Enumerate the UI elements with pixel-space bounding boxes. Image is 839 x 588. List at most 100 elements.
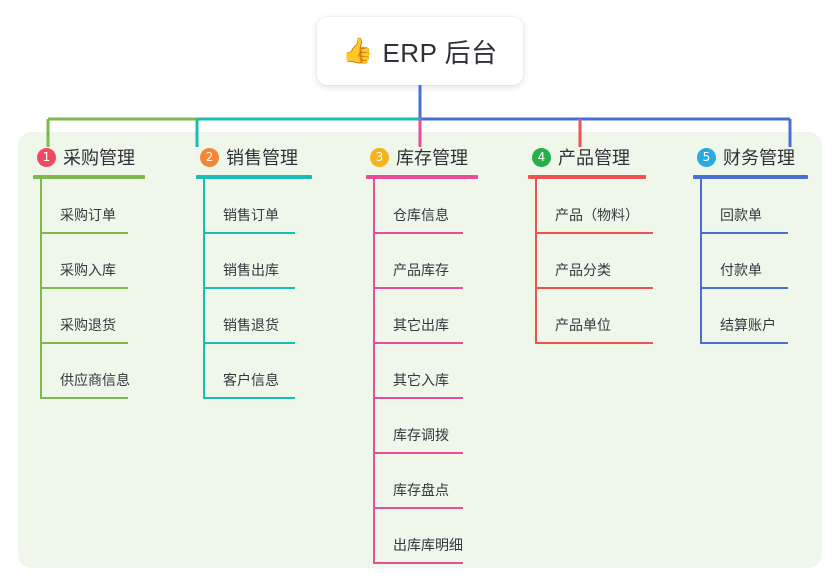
column-trunk-3 [373, 179, 375, 564]
column-2: 2 销售管理销售订单销售出库销售退货客户信息 [196, 145, 312, 399]
column-title-2: 销售管理 [226, 148, 298, 168]
leaf-item[interactable]: 库存调拨 [373, 399, 478, 454]
leaf-item-underline [203, 397, 295, 399]
column-header-5[interactable]: 5 财务管理 [693, 145, 808, 169]
leaf-item-label: 产品单位 [555, 317, 611, 333]
column-trunk-2 [203, 179, 205, 399]
leaf-item-underline [40, 232, 128, 234]
leaf-item[interactable]: 供应商信息 [40, 344, 145, 399]
column-badge-3: 3 [370, 147, 389, 167]
column-badge-2: 2 [200, 147, 219, 167]
leaf-item-label: 销售出库 [223, 262, 279, 278]
leaf-item-label: 其它出库 [393, 317, 449, 333]
column-header-1[interactable]: 1 采购管理 [33, 145, 145, 169]
column-items-5: 回款单付款单结算账户 [700, 179, 808, 344]
leaf-item-label: 供应商信息 [60, 372, 130, 388]
column-1: 1 采购管理采购订单采购入库采购退货供应商信息 [33, 145, 145, 399]
leaf-item-label: 库存调拨 [393, 427, 449, 443]
column-underline-3 [366, 175, 478, 179]
column-badge-4: 4 [532, 147, 551, 167]
column-trunk-1 [40, 179, 42, 399]
column-items-1: 采购订单采购入库采购退货供应商信息 [40, 179, 145, 399]
leaf-item-underline [373, 452, 463, 454]
leaf-item-label: 出库库明细 [393, 537, 463, 553]
column-header-3[interactable]: 3 库存管理 [366, 145, 478, 169]
leaf-item[interactable]: 销售退货 [203, 289, 312, 344]
column-title-1: 采购管理 [63, 148, 135, 168]
leaf-item-underline [373, 562, 463, 564]
leaf-item[interactable]: 采购入库 [40, 234, 145, 289]
column-items-3: 仓库信息产品库存其它出库其它入库库存调拨库存盘点出库库明细 [373, 179, 478, 564]
leaf-item[interactable]: 产品（物料） [535, 179, 653, 234]
column-trunk-4 [535, 179, 537, 344]
leaf-item-label: 结算账户 [720, 317, 776, 333]
leaf-item-underline [373, 397, 463, 399]
column-4: 4 产品管理产品（物料） 产品分类产品单位 [528, 145, 653, 344]
leaf-item-label: 仓库信息 [393, 207, 449, 223]
column-underline-4 [528, 175, 646, 179]
leaf-item-underline [373, 287, 463, 289]
root-node-title: ERP 后台 [382, 37, 498, 68]
leaf-item[interactable]: 产品库存 [373, 234, 478, 289]
leaf-item-underline [373, 232, 463, 234]
leaf-item-underline [535, 232, 653, 234]
leaf-item[interactable]: 出库库明细 [373, 509, 478, 564]
column-3: 3 库存管理仓库信息产品库存其它出库其它入库库存调拨库存盘点出库库明细 [366, 145, 478, 564]
leaf-item-underline [535, 287, 653, 289]
leaf-item-underline [373, 507, 463, 509]
leaf-item-label: 付款单 [720, 262, 762, 278]
leaf-item-underline [40, 342, 128, 344]
column-underline-5 [693, 175, 808, 179]
column-trunk-5 [700, 179, 702, 344]
leaf-item[interactable]: 客户信息 [203, 344, 312, 399]
column-badge-5: 5 [697, 147, 716, 167]
leaf-item-underline [700, 232, 788, 234]
column-badge-1: 1 [37, 147, 56, 167]
column-title-5: 财务管理 [723, 148, 795, 168]
column-items-2: 销售订单销售出库销售退货客户信息 [203, 179, 312, 399]
column-header-4[interactable]: 4 产品管理 [528, 145, 646, 169]
leaf-item-label: 库存盘点 [393, 482, 449, 498]
leaf-item-underline [700, 342, 788, 344]
leaf-item[interactable]: 采购退货 [40, 289, 145, 344]
leaf-item-label: 客户信息 [223, 372, 279, 388]
diagram-panel [18, 132, 822, 568]
root-node-card[interactable]: 👍 ERP 后台 [317, 17, 523, 85]
leaf-item[interactable]: 库存盘点 [373, 454, 478, 509]
leaf-item[interactable]: 采购订单 [40, 179, 145, 234]
column-5: 5 财务管理回款单付款单结算账户 [693, 145, 808, 344]
leaf-item-label: 采购退货 [60, 317, 116, 333]
column-title-3: 库存管理 [396, 148, 468, 168]
leaf-item-label: 产品库存 [393, 262, 449, 278]
leaf-item[interactable]: 产品单位 [535, 289, 653, 344]
leaf-item[interactable]: 其它入库 [373, 344, 478, 399]
leaf-item-underline [40, 397, 128, 399]
leaf-item-underline [373, 342, 463, 344]
leaf-item-label: 回款单 [720, 207, 762, 223]
column-underline-1 [33, 175, 145, 179]
column-items-4: 产品（物料） 产品分类产品单位 [535, 179, 653, 344]
leaf-item-underline [203, 342, 295, 344]
leaf-item-label: 采购入库 [60, 262, 116, 278]
leaf-item[interactable]: 其它出库 [373, 289, 478, 344]
leaf-item-underline [203, 232, 295, 234]
leaf-item[interactable]: 销售订单 [203, 179, 312, 234]
leaf-item-label: 其它入库 [393, 372, 449, 388]
column-header-2[interactable]: 2 销售管理 [196, 145, 312, 169]
leaf-item[interactable]: 回款单 [700, 179, 808, 234]
leaf-item-underline [535, 342, 653, 344]
leaf-item-underline [40, 287, 128, 289]
leaf-item-label: 销售订单 [223, 207, 279, 223]
column-underline-2 [196, 175, 312, 179]
leaf-item[interactable]: 付款单 [700, 234, 808, 289]
leaf-item-label: 采购订单 [60, 207, 116, 223]
leaf-item-label: 产品分类 [555, 262, 611, 278]
thumbs-up-icon: 👍 [342, 36, 374, 65]
leaf-item[interactable]: 销售出库 [203, 234, 312, 289]
leaf-item[interactable]: 产品分类 [535, 234, 653, 289]
root-node-content: 👍 ERP 后台 [342, 33, 497, 70]
leaf-item-label: 销售退货 [223, 317, 279, 333]
leaf-item[interactable]: 仓库信息 [373, 179, 478, 234]
leaf-item[interactable]: 结算账户 [700, 289, 808, 344]
column-title-4: 产品管理 [558, 148, 630, 168]
